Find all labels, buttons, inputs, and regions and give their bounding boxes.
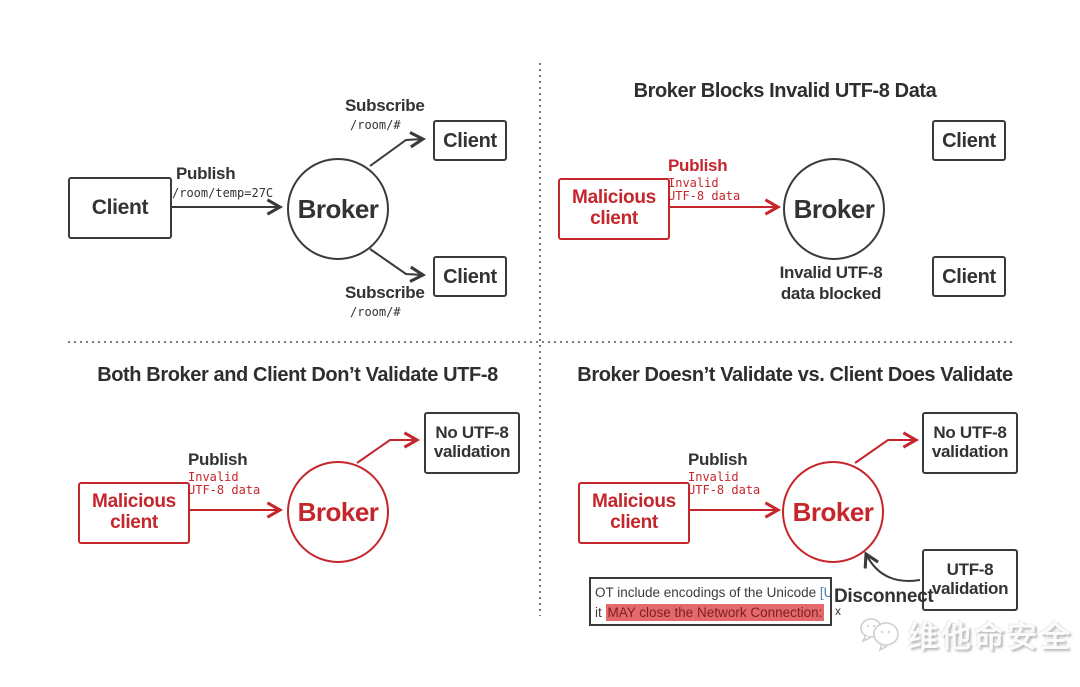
- client-box-top-tr: Client: [932, 120, 1006, 161]
- client-label: Client: [443, 129, 497, 152]
- client-label: Client: [443, 265, 497, 288]
- client-box-top-tl: Client: [433, 120, 507, 161]
- broker-label: Broker: [297, 193, 379, 224]
- utf8-validation-box: UTF-8 validation: [922, 549, 1018, 611]
- client-box-left: Client: [68, 177, 172, 239]
- broker-label: Broker: [297, 496, 379, 527]
- spec-snippet-box: OT include encodings of the Unicode [U i…: [589, 577, 832, 626]
- client-label: Client: [942, 265, 996, 288]
- publish-label-tl: Publish: [176, 164, 236, 183]
- payload-line1-br: Invalid: [688, 470, 739, 484]
- publish-label-br: Publish: [688, 450, 748, 469]
- broker-circle-tr: Broker: [783, 158, 885, 260]
- client-box-bottom-tr: Client: [932, 256, 1006, 297]
- malicious-client-box-bl: Malicious client: [78, 482, 190, 544]
- watermark: 维他命安全: [858, 610, 1073, 658]
- subscribe-arrow-bottom-tl: [369, 248, 427, 283]
- publish-label-bl: Publish: [188, 450, 248, 469]
- payload-line2-tr: UTF-8 data: [668, 189, 741, 203]
- snippet-link: [U: [819, 585, 830, 600]
- snippet-highlight: MAY close the Network Connection:: [605, 603, 825, 621]
- payload-line1-bl: Invalid: [188, 470, 239, 484]
- payload-line2-br: UTF-8 data: [688, 483, 761, 497]
- disconnect-x-mark: x: [835, 604, 841, 618]
- no-validation-box-br: No UTF-8 validation: [922, 412, 1018, 474]
- spec-snippet-line1: OT include encodings of the Unicode [U: [595, 583, 830, 603]
- client-label: Client: [91, 196, 149, 220]
- disconnect-arrow: [863, 551, 921, 582]
- malicious-client-box-br: Malicious client: [578, 482, 690, 544]
- forward-arrow-br: [854, 431, 920, 464]
- forward-arrow-bl: [356, 431, 421, 464]
- watermark-logo-icon: [860, 618, 899, 652]
- malicious-client-box-tr: Malicious client: [558, 178, 670, 240]
- malicious-client-label: Malicious client: [92, 491, 176, 533]
- broker-circle-tl: Broker: [287, 158, 389, 260]
- utf8-validation-label: UTF-8 validation: [931, 560, 1009, 598]
- subscribe-top-label-tl: Subscribe: [345, 96, 425, 115]
- client-box-bottom-tl: Client: [433, 256, 507, 297]
- malicious-client-label: Malicious client: [572, 187, 656, 229]
- no-validation-label: No UTF-8 validation: [931, 423, 1009, 461]
- broker-circle-br: Broker: [782, 461, 884, 563]
- broker-label: Broker: [792, 496, 874, 527]
- blocked-note: Invalid UTF-8 data blocked: [779, 263, 883, 304]
- broker-circle-bl: Broker: [287, 461, 389, 563]
- quadrant-title-br: Broker Doesn’t Validate vs. Client Does …: [577, 364, 1013, 386]
- subscribe-top-topic-tl: /room/#: [350, 118, 401, 132]
- publish-topic-tl: /room/temp=27C: [172, 186, 274, 200]
- subscribe-arrow-top-tl: [369, 131, 427, 167]
- broker-label: Broker: [793, 193, 875, 224]
- publish-label-tr: Publish: [668, 156, 728, 175]
- client-label: Client: [942, 129, 996, 152]
- subscribe-bottom-label-tl: Subscribe: [345, 283, 425, 302]
- quadrant-title-bl: Both Broker and Client Don’t Validate UT…: [97, 364, 498, 386]
- payload-line2-bl: UTF-8 data: [188, 483, 261, 497]
- subscribe-bottom-topic-tl: /room/#: [350, 305, 401, 319]
- snippet-text: OT include encodings of the Unicode: [595, 585, 820, 600]
- no-validation-label: No UTF-8 validation: [433, 423, 511, 461]
- payload-line1-tr: Invalid: [668, 176, 719, 190]
- quadrant-title-tr: Broker Blocks Invalid UTF-8 Data: [633, 80, 937, 102]
- snippet-text: it: [595, 604, 606, 620]
- no-validation-box-bl: No UTF-8 validation: [424, 412, 520, 474]
- watermark-text: 维他命安全: [908, 621, 1073, 654]
- disconnect-label: Disconnect: [834, 586, 934, 607]
- spec-snippet-line2: it MAY close the Network Connection:: [595, 603, 827, 623]
- malicious-client-label: Malicious client: [592, 491, 676, 533]
